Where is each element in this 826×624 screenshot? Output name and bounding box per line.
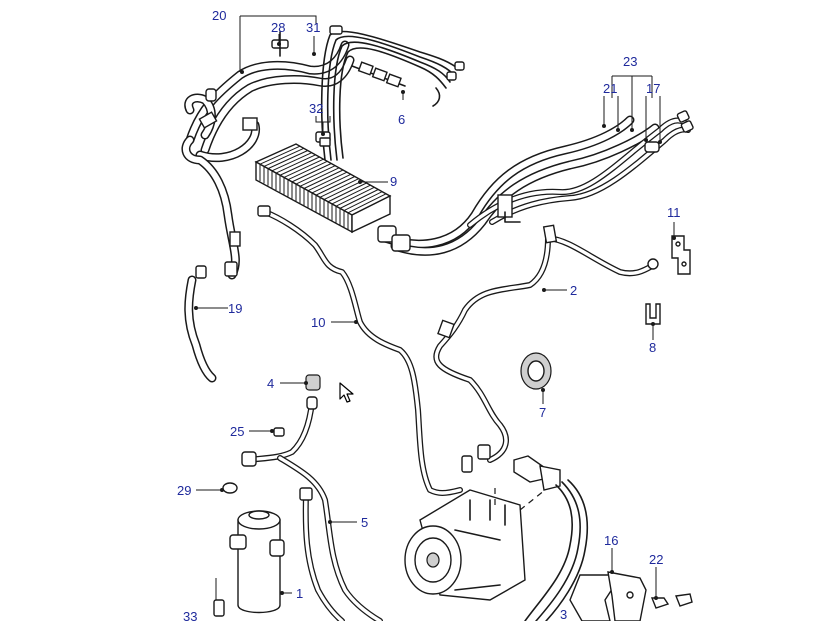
callout-33: 33: [183, 609, 198, 624]
fin-line: [343, 191, 383, 212]
fin-line: [303, 169, 344, 189]
fin-line: [271, 152, 312, 172]
fin-line: [279, 156, 320, 176]
tube-bundle-top: [271, 25, 465, 161]
fin-line: [331, 184, 371, 205]
callout-21: 21: [603, 81, 618, 96]
sensor-part: [351, 61, 406, 88]
mouse-pointer-icon: [339, 382, 354, 403]
fin-line: [263, 147, 305, 167]
callout-5: 5: [361, 515, 369, 530]
callout-1: 1: [296, 586, 304, 601]
callout-32: 32: [309, 101, 324, 116]
callout-23: 23: [623, 54, 638, 69]
pressure-tube: [433, 224, 659, 463]
fin-line: [347, 193, 387, 214]
fin-line: [327, 182, 367, 203]
condenser-tubes: [377, 110, 694, 256]
fin-line: [299, 167, 340, 187]
callout-29: 29: [177, 483, 192, 498]
receiver-drier: [213, 510, 285, 617]
callout-16: 16: [604, 533, 619, 548]
ac-compressor: [404, 455, 561, 601]
callout-11: 11: [667, 205, 681, 220]
leader-lines: [194, 15, 676, 600]
fin-line: [335, 186, 375, 207]
callout-20: 20: [212, 8, 227, 23]
callout-28: 28: [271, 20, 286, 35]
retaining-clip: [645, 303, 661, 325]
fin-line: [287, 160, 328, 181]
fin-line: [267, 150, 308, 170]
fin-line: [295, 165, 336, 185]
valve-cap: [305, 374, 321, 391]
callout-8: 8: [649, 340, 657, 355]
fin-line: [311, 173, 352, 194]
callout-6: 6: [398, 112, 406, 127]
callout-3: 3: [560, 607, 568, 622]
fin-line: [275, 154, 316, 174]
callout-10: 10: [311, 315, 326, 330]
discharge-tube: [241, 396, 383, 621]
callout-19: 19: [228, 301, 243, 316]
drain-hose: [184, 265, 217, 383]
fin-line: [307, 171, 348, 192]
heater-hose-assembly: [181, 40, 355, 280]
sealing-ring: [520, 352, 552, 390]
callout-25: 25: [230, 424, 245, 439]
fin-line: [315, 176, 355, 196]
fin-line: [323, 180, 363, 200]
fin-line: [283, 158, 324, 178]
callout-31: 31: [306, 20, 321, 35]
callout-4: 4: [267, 376, 275, 391]
o-ring-washer: [222, 482, 238, 494]
callout-17: 17: [646, 81, 661, 96]
fin-line: [259, 145, 301, 165]
callout-7: 7: [539, 405, 547, 420]
callout-2: 2: [570, 283, 578, 298]
callout-22: 22: [649, 552, 664, 567]
liquid-line-tube: [257, 205, 473, 496]
compressor-bracket: [524, 479, 693, 621]
fin-line: [339, 189, 379, 209]
evaporator-core: [254, 143, 392, 234]
fin-line: [319, 178, 359, 198]
fin-line: [291, 163, 332, 183]
callout-9: 9: [390, 174, 398, 189]
mounting-bracket: [671, 235, 691, 275]
